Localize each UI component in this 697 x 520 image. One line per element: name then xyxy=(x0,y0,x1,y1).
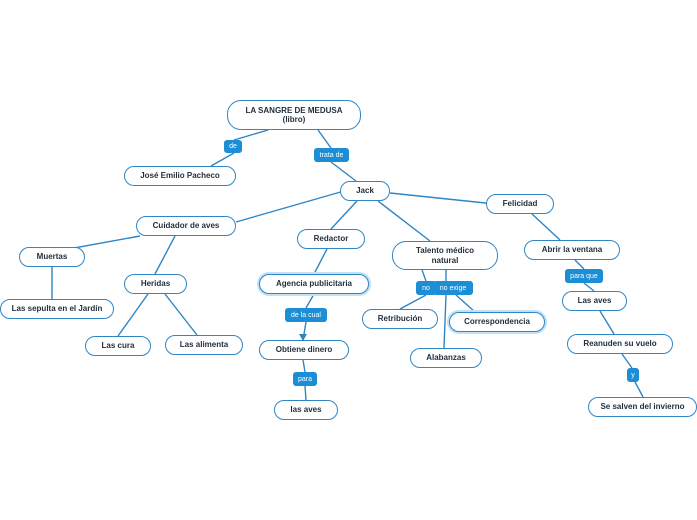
link-label-trata-de-text: trata de xyxy=(319,151,344,159)
node-retribution-text: Retribución xyxy=(377,314,423,324)
node-birds-text: Las aves xyxy=(577,296,612,306)
link-label-para-text: para xyxy=(297,375,312,383)
connector-line xyxy=(164,293,198,336)
link-label-de-la-cual-text: de la cual xyxy=(291,311,321,319)
connector-line xyxy=(235,190,345,223)
node-author[interactable]: José Emilio Pacheco xyxy=(124,166,236,186)
connector-line xyxy=(531,213,561,241)
connector-line xyxy=(210,152,235,167)
node-praise-text: Alabanzas xyxy=(426,353,466,363)
link-label-y[interactable]: y xyxy=(627,368,639,382)
arrowhead xyxy=(299,334,307,341)
connector-line xyxy=(233,129,269,141)
link-label-no-text: no xyxy=(422,284,430,292)
node-correspondence-text: Correspondencia xyxy=(464,317,530,327)
node-agency[interactable]: Agencia publicitaria xyxy=(259,274,369,294)
link-label-de[interactable]: de xyxy=(224,140,242,153)
link-label-para-que[interactable]: para que xyxy=(565,269,603,283)
connector-line xyxy=(305,293,315,309)
node-earns[interactable]: Obtiene dinero xyxy=(259,340,349,360)
node-dead-text: Muertas xyxy=(36,252,68,262)
node-dead[interactable]: Muertas xyxy=(19,247,85,267)
node-earns-text: Obtiene dinero xyxy=(275,345,333,355)
connector-line xyxy=(330,161,357,182)
node-birds[interactable]: Las aves xyxy=(562,291,627,311)
node-birds-money[interactable]: las aves xyxy=(274,400,338,420)
node-birds-money-text: las aves xyxy=(290,405,322,415)
connector-line xyxy=(302,359,306,373)
node-jack-text: Jack xyxy=(356,186,374,196)
node-root-title[interactable]: LA SANGRE DE MEDUSA (libro) xyxy=(227,100,361,130)
link-label-y-text: y xyxy=(631,371,635,379)
link-label-no-exige[interactable]: no exige xyxy=(433,281,473,295)
node-correspondence[interactable]: Correspondencia xyxy=(449,312,545,332)
connector-line xyxy=(443,294,447,349)
node-window-text: Abrir la ventana xyxy=(541,245,603,255)
node-feeds-text: Las alimenta xyxy=(179,340,229,350)
node-retribution[interactable]: Retribución xyxy=(362,309,438,329)
connector-line xyxy=(154,235,176,275)
node-praise[interactable]: Alabanzas xyxy=(410,348,482,368)
node-redactor-text: Redactor xyxy=(313,234,349,244)
link-label-de-text: de xyxy=(229,143,237,150)
link-label-de-la-cual[interactable]: de la cual xyxy=(285,308,327,322)
node-root-title-text: LA SANGRE DE MEDUSA (libro) xyxy=(245,105,343,124)
node-resume-flight-text: Reanuden su vuelo xyxy=(583,339,657,349)
link-label-para-que-text: para que xyxy=(570,272,598,280)
node-buries[interactable]: Las sepulta en el Jardín xyxy=(0,299,114,319)
connector-line xyxy=(583,282,595,292)
node-caretaker[interactable]: Cuidador de aves xyxy=(136,216,236,236)
node-wounded[interactable]: Heridas xyxy=(124,274,187,294)
node-buries-text: Las sepulta en el Jardín xyxy=(11,304,103,314)
link-label-no-exige-text: no exige xyxy=(439,284,467,292)
connector-line xyxy=(421,269,427,282)
node-talent[interactable]: Talento médico natural xyxy=(392,241,498,270)
node-window[interactable]: Abrir la ventana xyxy=(524,240,620,260)
node-wounded-text: Heridas xyxy=(140,279,171,289)
connector-line xyxy=(330,200,358,230)
connector-line xyxy=(634,381,644,398)
connector-line xyxy=(399,294,427,310)
connector-line xyxy=(621,353,633,369)
link-label-trata-de[interactable]: trata de xyxy=(314,148,349,162)
node-heals-text: Las cura xyxy=(101,341,135,351)
connector-line xyxy=(313,248,328,275)
connector-line xyxy=(599,310,615,335)
node-talent-text: Talento médico natural xyxy=(415,246,475,265)
connector-line xyxy=(117,293,149,337)
node-agency-text: Agencia publicitaria xyxy=(275,279,353,289)
connector-line xyxy=(574,259,585,270)
node-heals[interactable]: Las cura xyxy=(85,336,151,356)
node-author-text: José Emilio Pacheco xyxy=(140,171,220,181)
link-label-para[interactable]: para xyxy=(293,372,317,386)
node-saved-winter[interactable]: Se salven del invierno xyxy=(588,397,697,417)
node-redactor[interactable]: Redactor xyxy=(297,229,365,249)
node-caretaker-text: Cuidador de aves xyxy=(152,221,220,231)
node-feeds[interactable]: Las alimenta xyxy=(165,335,243,355)
connector-line xyxy=(389,192,496,205)
link-label-no[interactable]: no xyxy=(416,281,436,295)
node-happiness[interactable]: Felicidad xyxy=(486,194,554,214)
node-jack[interactable]: Jack xyxy=(340,181,390,201)
node-happiness-text: Felicidad xyxy=(502,199,538,209)
connector-line xyxy=(377,200,431,242)
node-resume-flight[interactable]: Reanuden su vuelo xyxy=(567,334,673,354)
connector-line xyxy=(317,129,332,149)
connector-line xyxy=(304,385,307,401)
connector-line xyxy=(455,294,476,313)
node-saved-winter-text: Se salven del invierno xyxy=(600,402,685,412)
